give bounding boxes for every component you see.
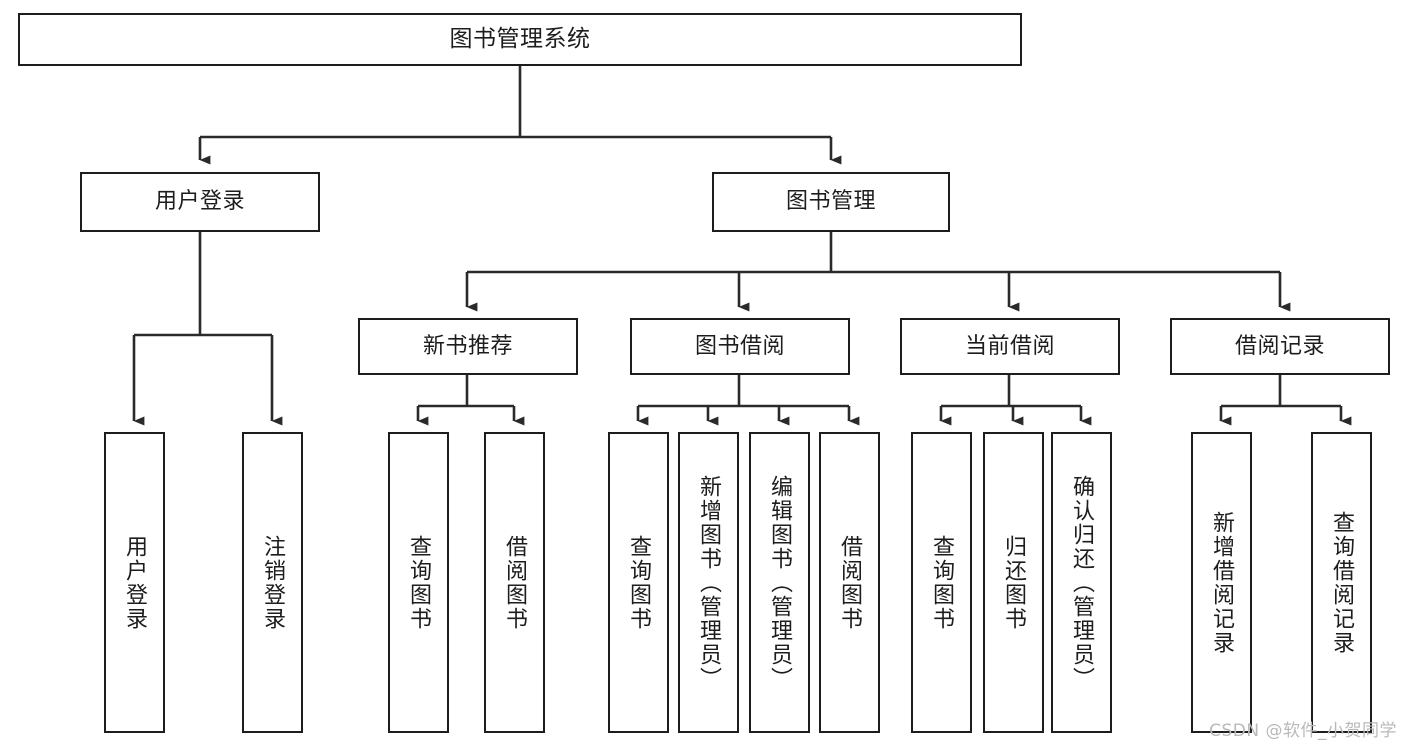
node-leaf-edit-book-admin-label: 编辑图书（管理员） [767, 474, 793, 691]
node-leaf-query-book-recommend-label: 查询图书 [406, 534, 432, 631]
node-leaf-edit-book-admin[interactable]: 编辑图书（管理员） [749, 432, 810, 733]
node-leaf-query-book-current[interactable]: 查询图书 [911, 432, 972, 733]
node-book-manage[interactable]: 图书管理 [712, 172, 950, 232]
node-leaf-user-login[interactable]: 用户登录 [104, 432, 165, 733]
node-leaf-add-book-admin[interactable]: 新增图书（管理员） [678, 432, 739, 733]
node-leaf-logout-label: 注销登录 [260, 534, 286, 631]
node-borrow-record[interactable]: 借阅记录 [1170, 318, 1390, 375]
node-leaf-query-borrow-record-label: 查询借阅记录 [1329, 510, 1355, 655]
node-current-borrow[interactable]: 当前借阅 [900, 318, 1120, 375]
node-leaf-add-book-admin-label: 新增图书（管理员） [696, 474, 722, 691]
node-leaf-query-book-current-label: 查询图书 [929, 534, 955, 631]
node-user-login-label: 用户登录 [154, 189, 245, 215]
node-leaf-return-book-label: 归还图书 [1001, 534, 1027, 631]
node-root-system-label: 图书管理系统 [449, 25, 591, 52]
node-leaf-query-book-borrow-label: 查询图书 [626, 534, 652, 631]
node-leaf-borrow-book[interactable]: 借阅图书 [819, 432, 880, 733]
node-leaf-add-borrow-record-label: 新增借阅记录 [1209, 510, 1235, 655]
node-leaf-confirm-return-admin[interactable]: 确认归还（管理员） [1051, 432, 1112, 733]
node-leaf-confirm-return-admin-label: 确认归还（管理员） [1069, 474, 1095, 691]
node-root-system[interactable]: 图书管理系统 [18, 13, 1022, 66]
node-book-borrow[interactable]: 图书借阅 [630, 318, 850, 375]
node-new-book-recommend[interactable]: 新书推荐 [358, 318, 578, 375]
node-book-borrow-label: 图书借阅 [694, 333, 785, 359]
node-leaf-logout[interactable]: 注销登录 [242, 432, 303, 733]
node-leaf-query-book-recommend[interactable]: 查询图书 [388, 432, 449, 733]
node-current-borrow-label: 当前借阅 [964, 333, 1055, 359]
node-leaf-borrow-book-recommend-label: 借阅图书 [502, 534, 528, 631]
node-borrow-record-label: 借阅记录 [1234, 333, 1325, 359]
watermark-text: CSDN @软件_小贺同学 [1209, 721, 1397, 741]
node-leaf-return-book[interactable]: 归还图书 [983, 432, 1044, 733]
node-leaf-borrow-book-recommend[interactable]: 借阅图书 [484, 432, 545, 733]
node-leaf-add-borrow-record[interactable]: 新增借阅记录 [1191, 432, 1252, 733]
node-book-manage-label: 图书管理 [785, 189, 876, 215]
node-leaf-borrow-book-label: 借阅图书 [837, 534, 863, 631]
node-leaf-query-book-borrow[interactable]: 查询图书 [608, 432, 669, 733]
node-user-login[interactable]: 用户登录 [80, 172, 320, 232]
node-leaf-user-login-label: 用户登录 [122, 534, 148, 631]
node-leaf-query-borrow-record[interactable]: 查询借阅记录 [1311, 432, 1372, 733]
node-new-book-recommend-label: 新书推荐 [422, 333, 513, 359]
